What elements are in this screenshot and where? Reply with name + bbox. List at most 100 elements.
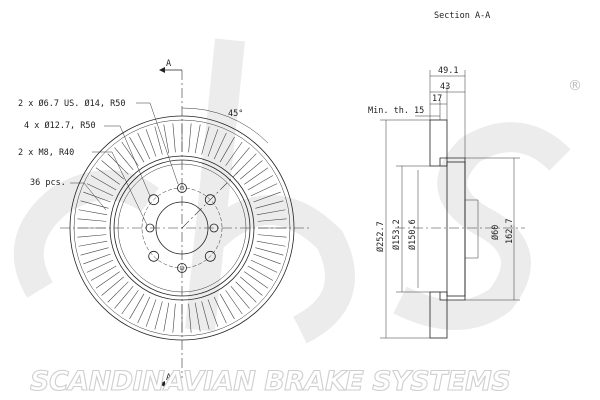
vent-line — [235, 281, 257, 303]
dim-center-bore: Ø60 — [490, 225, 501, 240]
vent-line — [219, 136, 235, 163]
vent-line — [114, 147, 134, 170]
vent-line — [247, 265, 274, 281]
dim-overall-width: 49.1 — [438, 66, 458, 76]
bolt-hole-4 — [204, 250, 216, 262]
dim-hat-diameter: Ø153.2 — [391, 219, 402, 250]
center-bore — [155, 201, 209, 255]
vent-line — [240, 160, 263, 180]
vent-line — [77, 218, 107, 222]
vent-line — [80, 200, 109, 209]
vent-line — [86, 259, 114, 273]
vent-line — [194, 302, 201, 332]
brand-name: SCANDINAVIAN BRAKE SYSTEMS — [30, 366, 510, 397]
angle-label: 45° — [228, 109, 243, 119]
leader-small-holes — [136, 102, 179, 185]
disc-section-view: 49.1 43 17 Min. th. 15 Ø252.7 Ø153.2 Ø15… — [368, 66, 525, 339]
vent-line — [255, 200, 284, 209]
vent-line — [253, 253, 281, 265]
vent-line — [255, 247, 284, 256]
vent-line — [253, 191, 281, 203]
registered-mark: ® — [568, 78, 582, 94]
vent-line — [163, 124, 170, 154]
vent-line — [129, 293, 145, 320]
cooling-vents — [77, 123, 287, 333]
vent-line — [90, 265, 117, 281]
small-hole-top — [177, 183, 187, 193]
label-thread-holes: 2 x M8, R40 — [18, 148, 74, 158]
disc-outer-ring — [73, 119, 291, 337]
angle-centerline — [181, 171, 239, 229]
bolt-circle — [141, 187, 223, 269]
vent-line — [244, 167, 269, 185]
min-thickness-label: Min. th. 15 — [368, 106, 424, 116]
sbs-logo-watermark — [13, 38, 571, 344]
vent-line — [101, 160, 124, 180]
vent-line — [240, 276, 263, 296]
section-marker-top: A — [166, 59, 171, 69]
vent-line — [80, 247, 109, 256]
vent-line — [78, 209, 108, 216]
vent-line — [137, 132, 151, 160]
vent-line — [90, 175, 117, 191]
vent-line — [201, 301, 210, 330]
vent-line — [129, 136, 145, 163]
vent-line — [257, 218, 287, 222]
vent-line — [154, 301, 163, 330]
vent-line — [235, 153, 257, 175]
vent-line — [78, 240, 108, 247]
disc-outer-edge — [69, 115, 295, 341]
hat-wall-section — [446, 161, 466, 297]
vent-line — [121, 141, 139, 166]
vent-line — [114, 286, 134, 309]
label-bolt-holes: 4 x Ø12.7, R50 — [24, 120, 96, 131]
vent-line — [219, 293, 235, 320]
vent-line — [250, 183, 278, 197]
dim-hat-depth: 162.7 — [505, 218, 515, 244]
bolt-hole-1 — [148, 194, 160, 206]
vent-line — [230, 147, 250, 170]
vent-line — [101, 276, 124, 296]
ring-lower-section — [429, 291, 448, 339]
vent-line — [257, 234, 287, 238]
vent-line — [83, 191, 111, 203]
vent-line — [172, 303, 176, 333]
vent-line — [244, 271, 269, 289]
thread-hole-right — [209, 223, 219, 233]
angle-arc — [181, 107, 269, 144]
vent-line — [256, 240, 286, 247]
section-marker-bottom: A — [166, 373, 171, 383]
vent-line — [225, 141, 243, 166]
vent-line — [207, 129, 219, 157]
vent-line — [201, 126, 210, 155]
vent-line — [247, 175, 274, 191]
vent-line — [213, 296, 227, 324]
vent-line — [86, 183, 114, 197]
small-hole-bottom — [177, 263, 187, 273]
vent-line — [225, 290, 243, 315]
vent-line — [163, 302, 170, 332]
disc-front-view: A A 45° — [60, 59, 310, 387]
vent-line — [188, 303, 192, 333]
leader-vents — [70, 182, 107, 211]
vent-line — [77, 234, 107, 238]
dim-disc-thickness: 17 — [432, 94, 442, 104]
vent-line — [154, 126, 163, 155]
vent-line — [194, 124, 201, 154]
vent-line — [172, 123, 176, 153]
hat-inner — [117, 163, 247, 293]
vent-line — [256, 209, 286, 216]
bolt-hole-2 — [204, 194, 216, 206]
section-arrow-top — [159, 67, 165, 73]
label-vents: 36 pcs. — [30, 178, 66, 188]
vent-line — [145, 129, 157, 157]
leader-bolt-holes — [104, 125, 151, 197]
thread-hole-left — [145, 223, 155, 233]
dim-hat-inner-diameter: Ø150.6 — [407, 219, 418, 250]
vent-line — [95, 167, 120, 185]
ring-upper-section — [429, 119, 448, 167]
leader-thread-holes — [92, 151, 148, 226]
bolt-hole-3 — [148, 250, 160, 262]
section-title: Section A-A — [434, 11, 490, 21]
